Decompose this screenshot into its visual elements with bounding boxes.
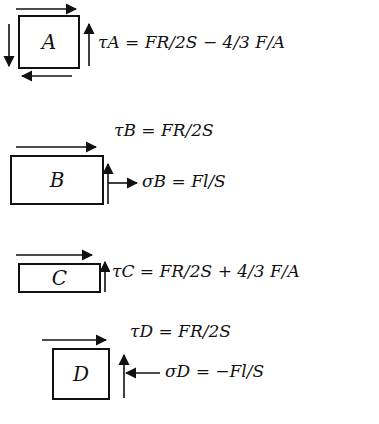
shear-arrow [104, 262, 106, 292]
stress-formula: τA = FR/2S − 4/3 F/A [96, 33, 287, 52]
stress-formula: σB = Fl/S [140, 172, 228, 191]
element-letter: A [42, 32, 56, 52]
shear-arrow [42, 339, 106, 341]
stress-formula: τD = FR/2S [128, 322, 233, 341]
shear-arrow [16, 254, 92, 256]
stress-formula: τC = FR/2S + 4/3 F/A [110, 262, 302, 281]
element-letter: C [52, 268, 67, 288]
stress-formula: σD = −Fl/S [163, 362, 266, 381]
stress-element: C [18, 263, 101, 293]
stress-element: D [52, 348, 110, 400]
element-letter: D [73, 364, 89, 384]
element-letter: B [50, 170, 65, 190]
shear-arrow [22, 75, 72, 77]
shear-arrow [107, 164, 109, 204]
stress-formula: τB = FR/2S [112, 121, 216, 140]
stress-element: A [18, 15, 80, 69]
shear-arrow [123, 355, 125, 398]
normal-arrow [108, 182, 137, 184]
shear-arrow [16, 8, 76, 10]
stress-element: B [10, 155, 104, 205]
normal-arrow [126, 372, 160, 374]
shear-arrow [88, 24, 90, 66]
shear-arrow [8, 24, 10, 66]
shear-arrow [16, 146, 96, 148]
